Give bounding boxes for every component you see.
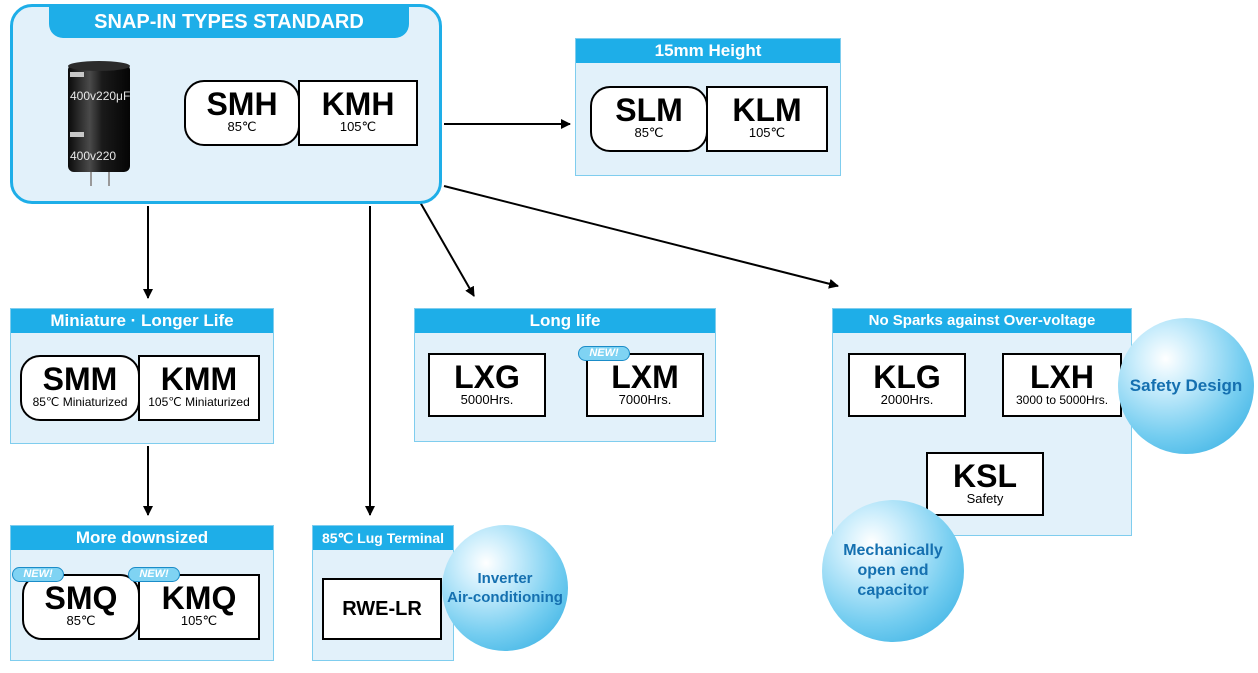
product-smh: SMH 85℃ [184,80,300,146]
product-lxh: LXH 3000 to 5000Hrs. [1002,353,1122,417]
product-smm: SMM 85℃ Miniaturized [20,355,140,421]
product-ksl: KSL Safety [926,452,1044,516]
arrow-main-to-nosparks [443,185,839,289]
arrow-main-to-longlife [419,201,475,297]
capacitor-print-bottom: 400v220 [70,149,116,163]
panel-title: Miniature · Longer Life [11,309,273,333]
bubble-safety-design: Safety Design [1118,318,1254,454]
product-klg: KLG 2000Hrs. [848,353,966,417]
main-title: SNAP-IN TYPES STANDARD [94,11,364,33]
bubble-mechanically-open-end: Mechanically open end capacitor [822,500,964,642]
bubble-inverter: Inverter Air-conditioning [442,525,568,651]
product-smq: SMQ 85℃ [22,574,140,640]
panel-title: 15mm Height [576,39,840,63]
product-slm: SLM 85℃ [590,86,708,152]
panel-title: No Sparks against Over-voltage [833,309,1131,333]
new-badge-kmq: NEW! [128,567,180,582]
panel-title: Long life [415,309,715,333]
new-badge-smq: NEW! [12,567,64,582]
capacitor-photo: 400v220μF 400v220 [68,61,130,186]
product-kmq: KMQ 105℃ [138,574,260,640]
product-kmm: KMM 105℃ Miniaturized [138,355,260,421]
product-rwe-lr: RWE-LR [322,578,442,640]
product-lxg: LXG 5000Hrs. [428,353,546,417]
product-kmh: KMH 105℃ [298,80,418,146]
main-title-bar [49,4,409,38]
product-klm: KLM 105℃ [706,86,828,152]
product-lxm: LXM 7000Hrs. [586,353,704,417]
capacitor-print-top: 400v220μF [70,89,130,103]
panel-title: More downsized [11,526,273,550]
new-badge-lxm: NEW! [578,346,630,361]
panel-title: 85℃ Lug Terminal [313,526,453,550]
